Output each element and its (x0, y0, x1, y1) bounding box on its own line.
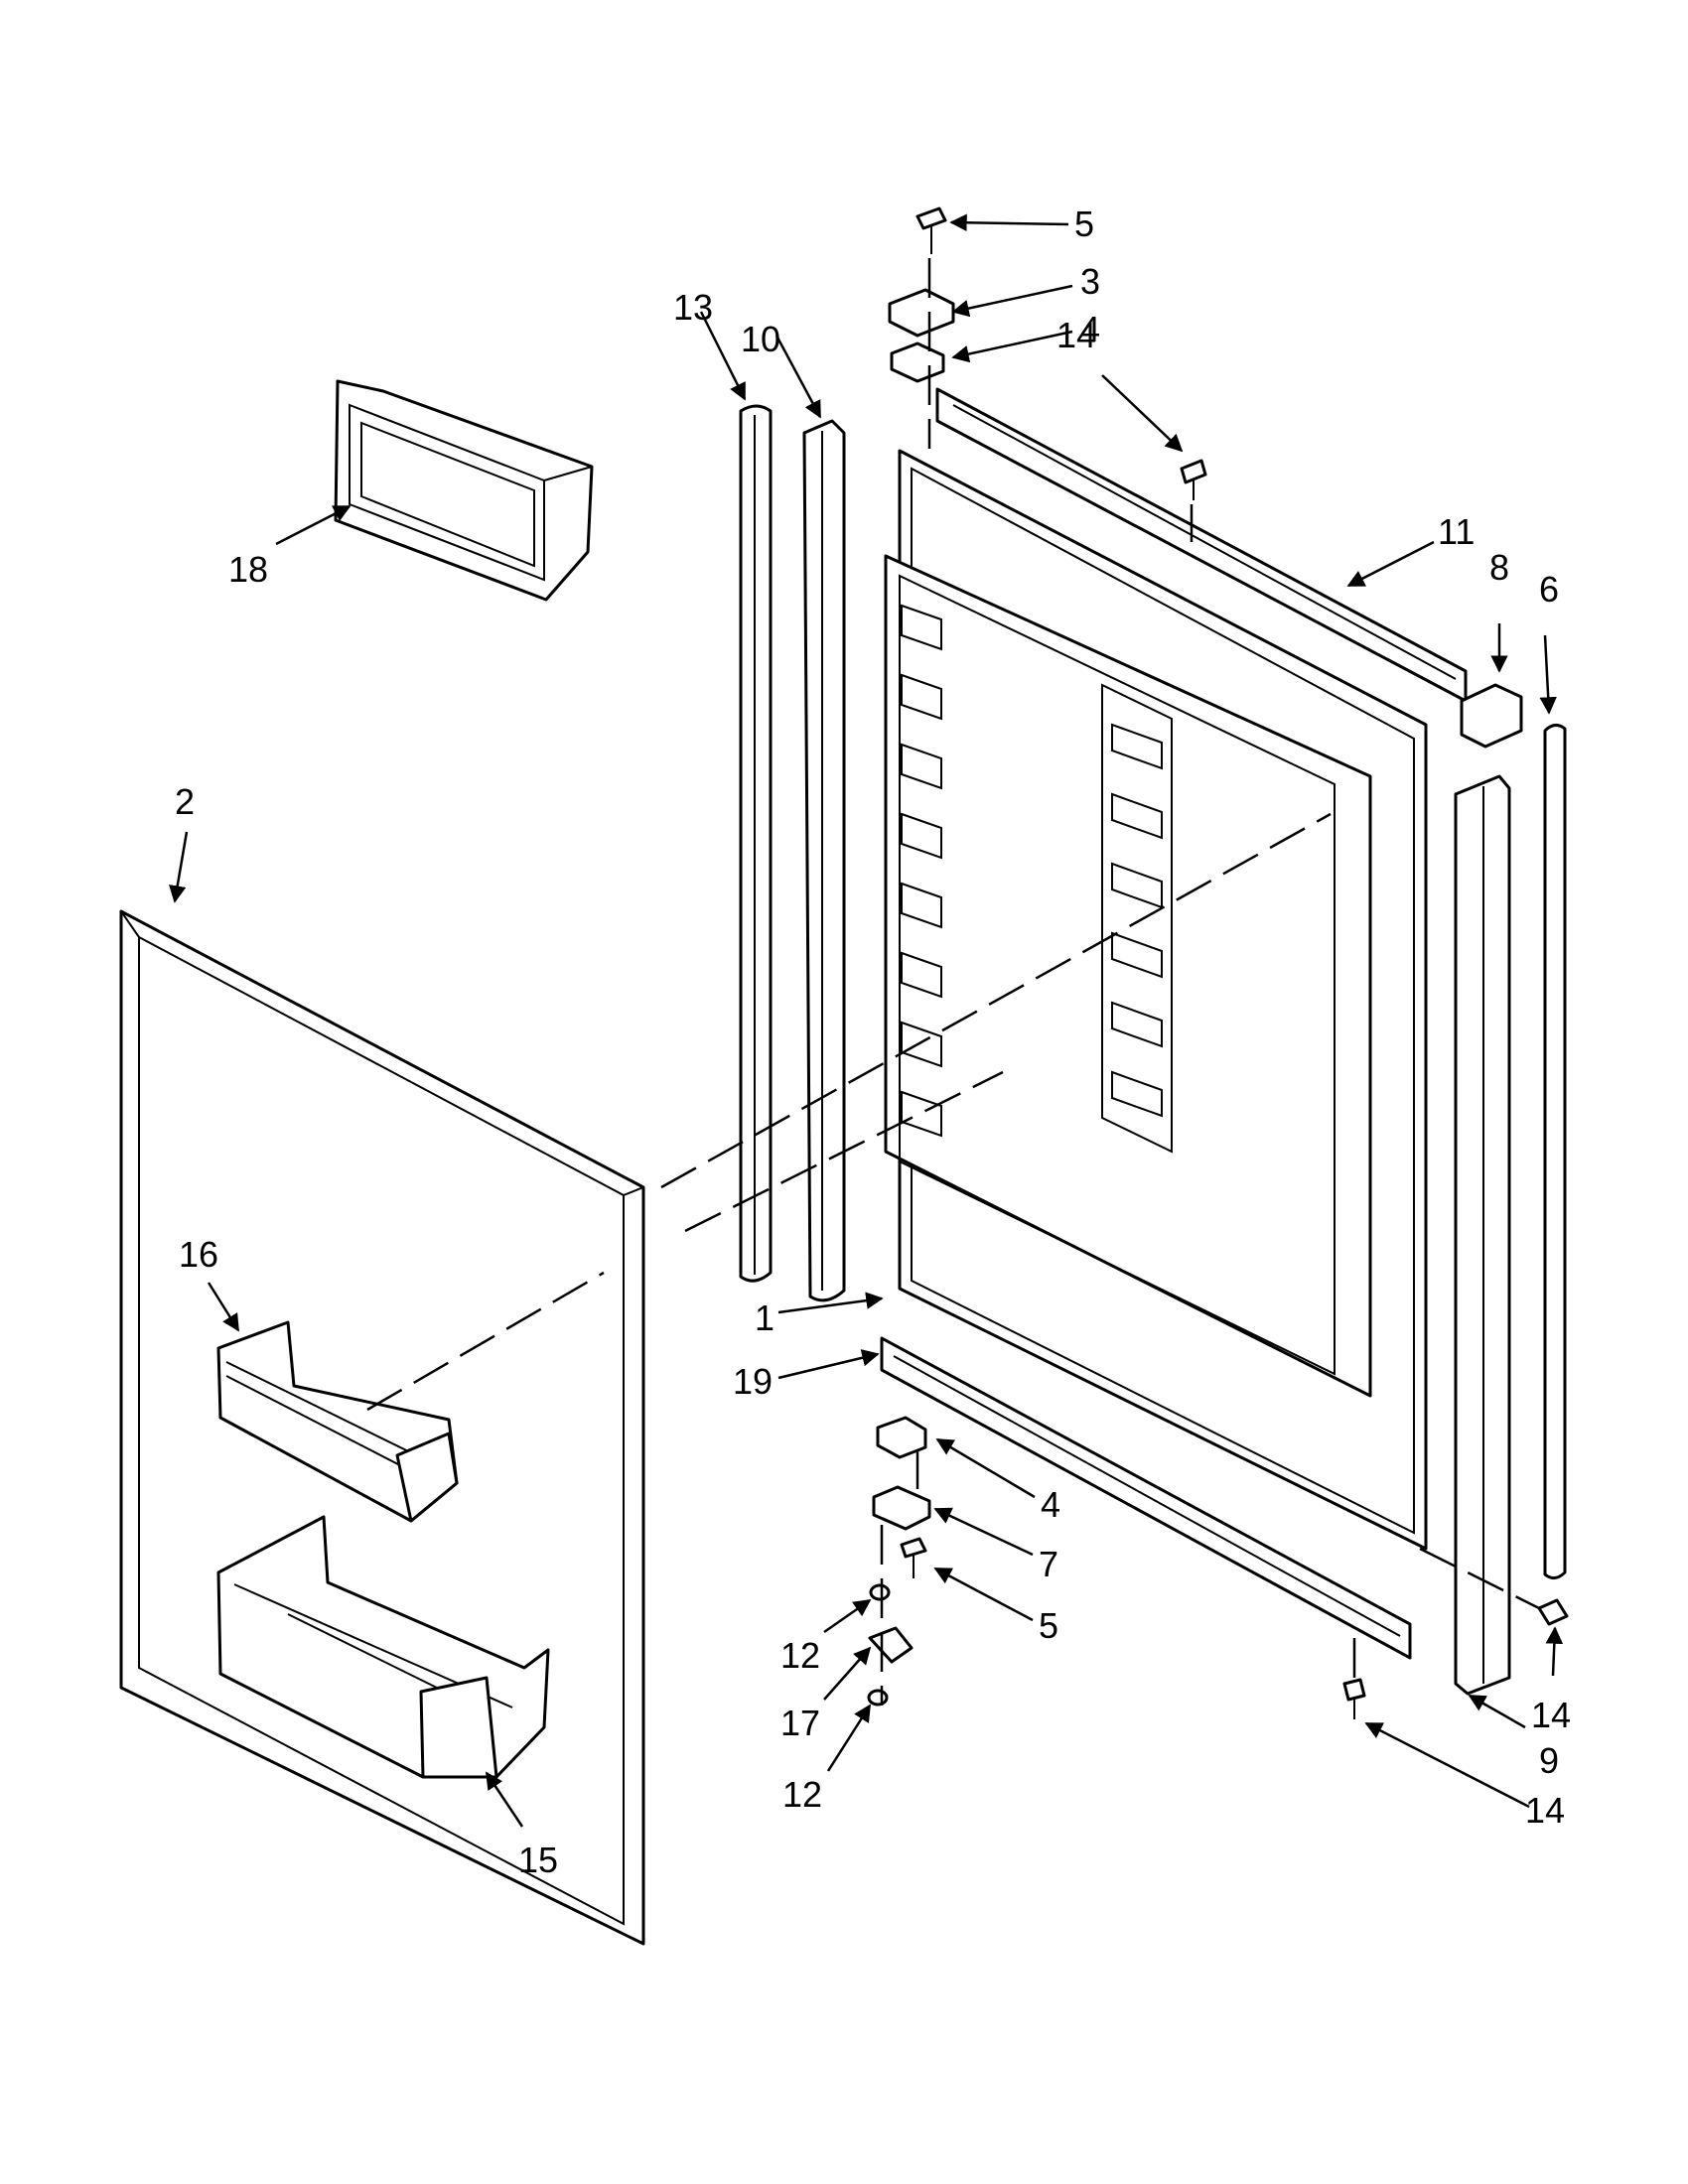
small-door-bin (216, 1320, 459, 1523)
callout-11: 11 (1438, 511, 1475, 552)
callout-10: 10 (741, 319, 780, 359)
callout-14-side: 14 (1531, 1695, 1571, 1735)
callout-2: 2 (175, 781, 195, 822)
callout-5-bottom: 5 (1039, 1605, 1058, 1646)
vertical-strip-9 (1454, 774, 1511, 1696)
vertical-strip-10 (802, 419, 846, 1302)
callout-12-lower: 12 (782, 1774, 822, 1815)
callout-8: 8 (1489, 547, 1509, 588)
callout-17: 17 (780, 1703, 820, 1743)
hinge-cap (1460, 683, 1523, 749)
assembly-lines (366, 258, 1540, 1706)
callout-14-top: 14 (1056, 315, 1096, 355)
leader-arrows (169, 213, 1564, 1828)
callout-16: 16 (179, 1234, 218, 1275)
vertical-strip-6 (1543, 724, 1567, 1579)
inner-door-liner (884, 449, 1428, 1551)
callout-19: 19 (733, 1361, 773, 1402)
callout-15: 15 (518, 1840, 558, 1880)
callout-18: 18 (228, 549, 268, 590)
callout-9: 9 (1539, 1740, 1559, 1781)
callout-7: 7 (1039, 1544, 1058, 1584)
callout-12-upper: 12 (780, 1635, 820, 1676)
callout-4-top: 4 (1080, 309, 1100, 349)
callout-5-top: 5 (1074, 204, 1094, 244)
callout-13: 13 (673, 287, 713, 328)
callout-1: 1 (755, 1297, 774, 1338)
bottom-trim (880, 1336, 1412, 1660)
callout-4-bottom: 4 (1041, 1484, 1060, 1525)
hardware (867, 206, 1569, 1719)
vertical-strip-13 (739, 404, 773, 1283)
callout-14-bottom: 14 (1525, 1790, 1565, 1831)
callout-labels: 5 3 4 14 13 10 11 8 6 18 2 16 15 1 19 4 … (175, 204, 1571, 1880)
large-door-bin (216, 1515, 550, 1779)
callout-3: 3 (1080, 261, 1100, 302)
upper-bin (334, 379, 594, 602)
callout-6: 6 (1539, 569, 1559, 610)
